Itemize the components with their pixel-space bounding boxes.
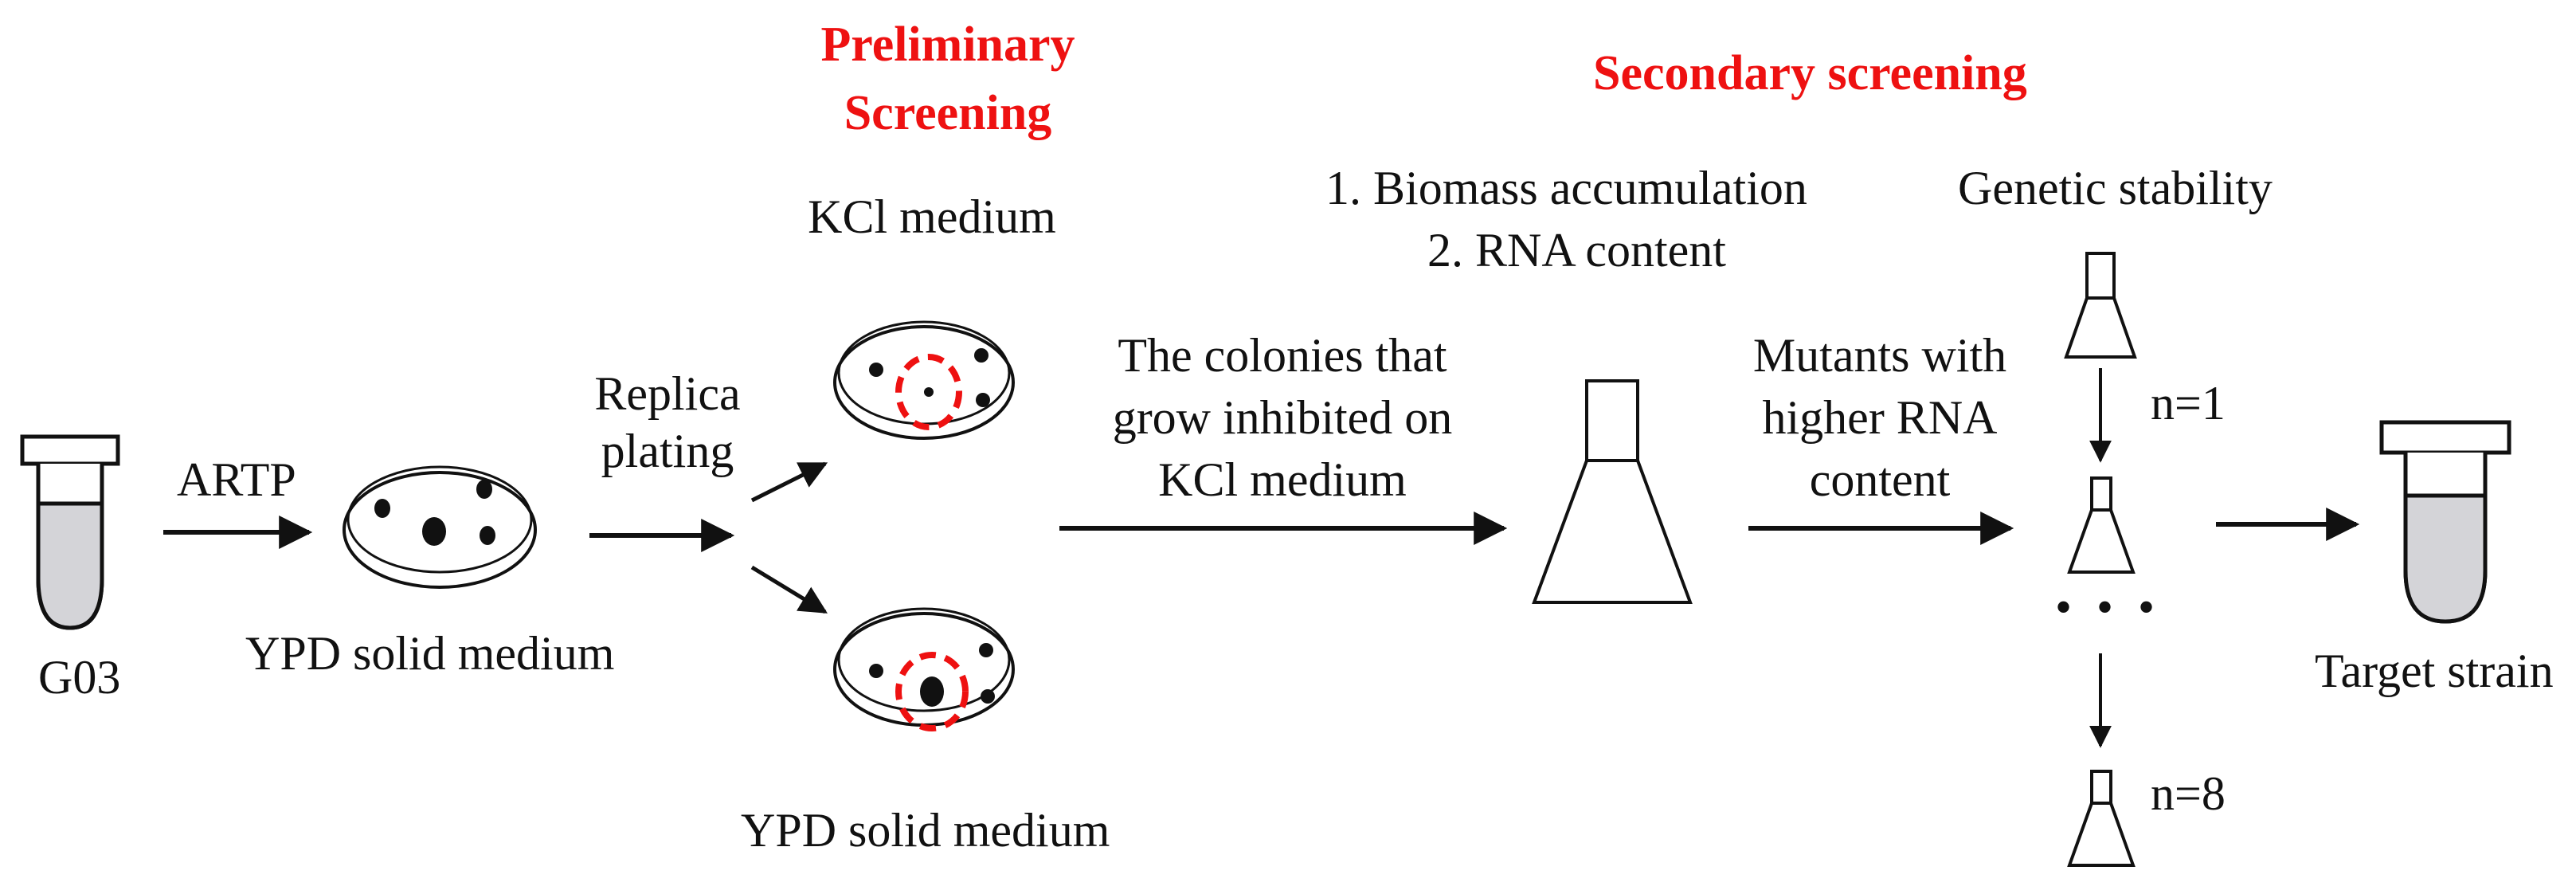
criterion-rna: 2. RNA content: [1427, 224, 1726, 276]
flask-icon: [1532, 379, 1693, 604]
mutants-label-line3: content: [1809, 453, 1951, 506]
secondary-screening-title: Secondary screening: [1593, 46, 2027, 100]
target-strain-label: Target strain: [2315, 645, 2554, 697]
colonies-label-line2: grow inhibited on: [1112, 391, 1453, 444]
colonies-label-line3: KCl medium: [1158, 453, 1407, 506]
replica-label-line1: Replica: [594, 367, 741, 420]
replica-label-line2: plating: [601, 425, 734, 477]
mutagenesis-label: ARTP: [177, 453, 296, 506]
petri-dish-ypd-icon: [343, 465, 537, 589]
colonies-label-line1: The colonies that: [1118, 329, 1447, 382]
small-flask-n1-icon: [2067, 476, 2136, 574]
arrow-to-ypd: [750, 565, 828, 614]
ellipsis-label: • • •: [2055, 581, 2162, 633]
preliminary-title-line2: Screening: [844, 86, 1052, 140]
criterion-biomass: 1. Biomass accumulation: [1325, 162, 1807, 214]
small-flask-top-icon: [2064, 252, 2137, 359]
start-strain-label: G03: [38, 651, 121, 704]
petri-dish-ypd-2-icon: [833, 607, 1015, 731]
start-tube-icon: [20, 434, 120, 630]
n-last-label: n=8: [2151, 767, 2226, 820]
mutants-label-line2: higher RNA: [1762, 391, 1998, 444]
preliminary-title-line1: Preliminary: [820, 18, 1075, 72]
ypd-medium-label-1: YPD solid medium: [245, 627, 615, 680]
kcl-medium-label: KCl medium: [808, 190, 1056, 243]
mutants-label-line1: Mutants with: [1752, 329, 2007, 382]
arrow-to-kcl: [750, 461, 828, 503]
n-first-label: n=1: [2151, 377, 2226, 429]
small-flask-n8-icon: [2067, 770, 2136, 867]
target-tube-icon: [2379, 420, 2511, 624]
genetic-stability-label: Genetic stability: [1958, 162, 2273, 214]
petri-dish-kcl-icon: [833, 320, 1015, 440]
ypd-medium-label-2: YPD solid medium: [741, 804, 1110, 857]
